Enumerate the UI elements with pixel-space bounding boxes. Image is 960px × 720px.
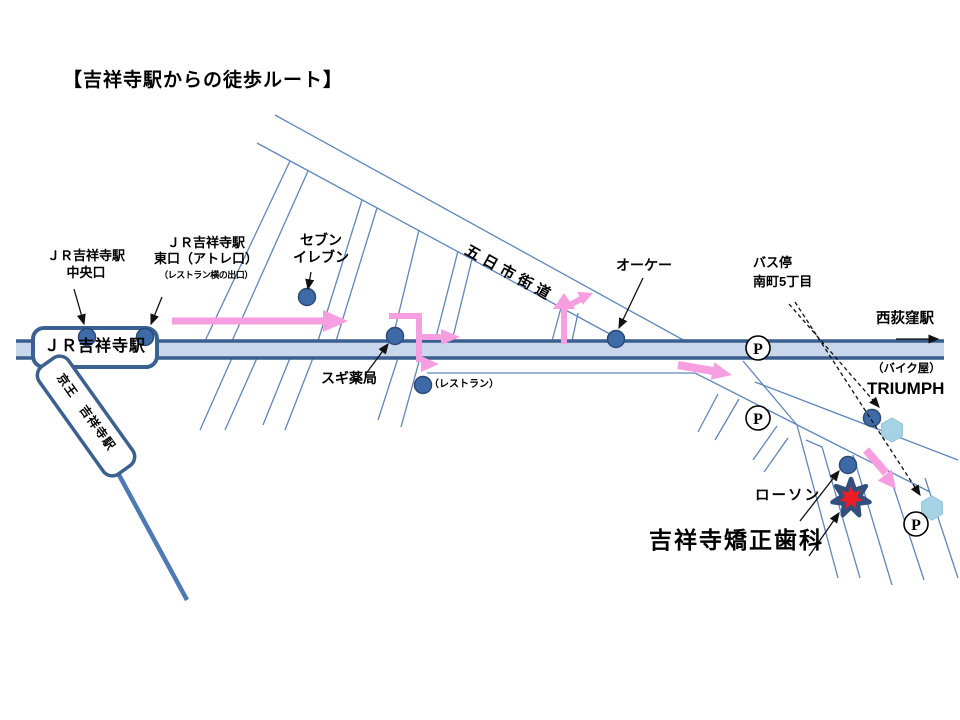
side-street <box>262 357 291 426</box>
location-dot-seven-eleven <box>297 287 317 307</box>
parking-letter: P <box>753 411 763 428</box>
route-arrow-6-shaft <box>862 447 890 476</box>
destination-star <box>830 476 872 518</box>
dashed-pointer-bus-stop-north <box>788 303 880 408</box>
pointer-lawson <box>799 469 840 522</box>
pointer-east-exit <box>150 296 163 326</box>
label-east-exit: ＪＲ吉祥寺駅 東口（アトレ口） （レストラン横の出口） <box>146 235 266 283</box>
parking-symbols: P P P <box>745 335 929 537</box>
label-bike-shop: （バイク屋） <box>872 363 941 375</box>
pointer-central-exit <box>73 288 86 326</box>
label-jr-station-box: ＪＲ吉祥寺駅 <box>43 338 146 355</box>
label-seven-eleven: セブン イレブン <box>281 232 361 266</box>
side-street <box>805 439 861 579</box>
side-street <box>551 303 563 342</box>
side-street <box>224 357 258 431</box>
label-east-exit-line3: （レストラン横の出口） <box>159 270 253 280</box>
bus-stop-hexagon-south <box>921 495 943 521</box>
side-street <box>391 229 420 342</box>
parking-circle-clinic <box>903 511 929 537</box>
route-arrow-2-branch-head <box>441 329 460 345</box>
route-arrow-4-head <box>577 291 593 305</box>
parking-letter: P <box>753 341 763 358</box>
triumph-street-line <box>754 381 959 461</box>
label-pointers <box>73 271 940 557</box>
clinic-street-line <box>852 454 893 586</box>
label-lawson: ローソン <box>755 488 821 504</box>
location-dot-central-exit <box>77 327 97 347</box>
label-ok-store: オーケー <box>616 257 672 273</box>
label-central-exit-line2: 中央口 <box>66 265 106 280</box>
location-dot-restaurant <box>413 375 433 395</box>
itsukaichi-kaido-south-continuation <box>742 360 839 579</box>
side-street <box>434 250 459 342</box>
side-street <box>763 437 789 473</box>
dashed-pointer-bus-stop-south <box>794 301 921 497</box>
route-arrow-6-head <box>877 469 896 489</box>
page-title: 【吉祥寺駅からの徒歩ルート】 <box>63 70 344 91</box>
side-street <box>714 398 740 441</box>
location-dot-sugi-pharmacy <box>385 326 405 346</box>
location-dot-east-exit <box>135 327 155 347</box>
label-bus-stop-line2: 南町5丁目 <box>753 274 813 289</box>
route-arrow-4-shaft <box>564 296 583 310</box>
side-street <box>377 357 399 421</box>
side-street <box>924 477 959 579</box>
parking-circle-south <box>745 405 771 431</box>
side-street <box>571 312 579 342</box>
side-street <box>451 258 473 342</box>
route-arrow-1-head <box>323 310 348 332</box>
label-seven-eleven-line1: セブン <box>300 232 342 248</box>
location-dot-ok-store <box>606 329 626 349</box>
label-nishiogikubo-station: 西荻窪駅 <box>876 311 934 327</box>
label-destination-clinic: 吉祥寺矯正歯科 <box>649 527 824 553</box>
side-street <box>204 160 291 342</box>
parking-letter: P <box>911 517 921 534</box>
location-dot-lawson <box>838 455 858 475</box>
label-central-exit-line1: ＪＲ吉祥寺駅 <box>46 248 125 263</box>
label-bus-stop: バス停 南町5丁目 <box>753 253 812 291</box>
location-dot-triumph <box>862 408 882 428</box>
side-street <box>199 357 233 431</box>
route-arrow-5-shaft <box>677 361 714 375</box>
label-triumph: TRIUMPH <box>867 379 945 398</box>
side-street <box>284 357 314 431</box>
label-east-exit-line1: ＪＲ吉祥寺駅 <box>166 235 245 250</box>
label-seven-eleven-line2: イレブン <box>293 249 349 265</box>
side-street <box>752 425 778 461</box>
pointer-clinic <box>808 511 840 557</box>
side-street <box>697 393 719 433</box>
label-restaurant: （レストラン） <box>429 379 499 390</box>
route-arrow-5-head <box>710 362 732 380</box>
walking-route <box>172 291 896 489</box>
pointer-sugi-pharmacy <box>364 342 389 376</box>
south-side-street <box>427 372 931 493</box>
label-central-exit: ＪＲ吉祥寺駅 中央口 <box>34 247 138 281</box>
itsukaichi-kaido-upper-line <box>274 114 706 353</box>
pointer-seven-eleven <box>305 271 315 291</box>
pointer-ok-store <box>618 277 644 330</box>
keio-kichijoji-station-box <box>35 354 137 478</box>
route-arrow-2-shaft <box>389 313 422 362</box>
bus-stop-hexagon-north <box>881 417 903 443</box>
label-sugi-pharmacy: スギ薬局 <box>321 370 377 386</box>
route-arrow-2-head <box>421 356 439 372</box>
parking-circle-road <box>745 335 771 361</box>
side-street <box>400 357 421 428</box>
label-east-exit-line2: 東口（アトレ口） <box>153 251 258 266</box>
location-dots <box>77 287 882 475</box>
label-bus-stop-line1: バス停 <box>753 255 793 270</box>
main-road-band <box>16 342 944 357</box>
side-street <box>231 170 309 342</box>
